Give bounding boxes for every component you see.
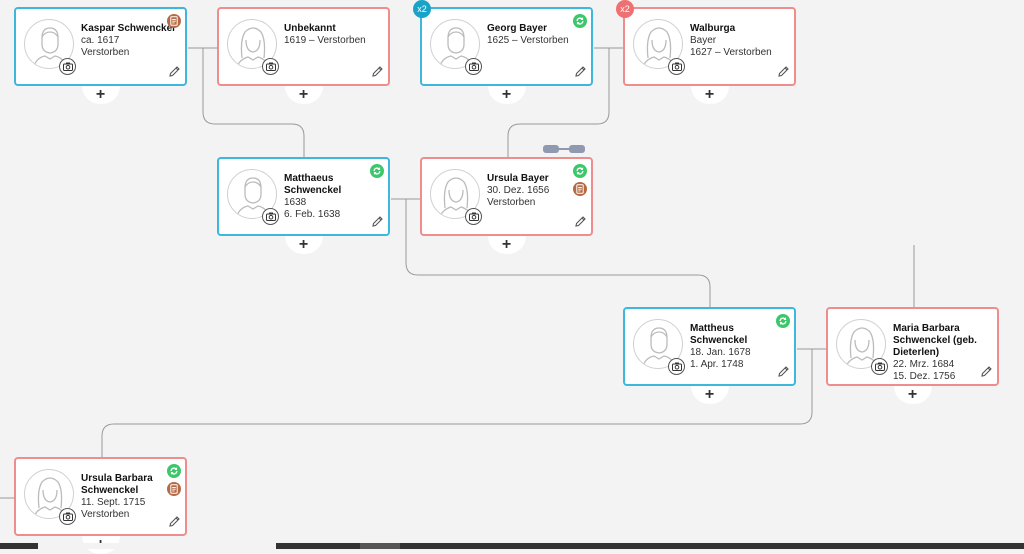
- person-detail-1: ca. 1617: [81, 35, 120, 46]
- person-detail-2: 15. Dez. 1756: [893, 371, 956, 382]
- person-detail-1: 18. Jan. 1678: [690, 347, 751, 358]
- person-detail-1: 1638: [284, 197, 307, 208]
- person-detail-2: Verstorben: [487, 197, 536, 208]
- person-detail-2: 1. Apr. 1748: [690, 359, 744, 370]
- add-relative-button[interactable]: +: [487, 86, 526, 104]
- person-name[interactable]: Kaspar Schwenckel: [81, 23, 175, 34]
- add-relative-button[interactable]: +: [284, 86, 323, 104]
- edit-pencil-icon[interactable]: [371, 65, 384, 78]
- person-name[interactable]: Maria Barbara Schwenckel (geb. Dieterlen…: [893, 323, 977, 358]
- couple-link-icon[interactable]: [543, 141, 585, 153]
- add-relative-button[interactable]: +: [284, 236, 323, 254]
- camera-icon[interactable]: [668, 358, 685, 375]
- sync-record-icon[interactable]: [167, 464, 181, 478]
- edit-pencil-icon[interactable]: [168, 65, 181, 78]
- person-name[interactable]: Matthaeus Schwenckel: [284, 173, 342, 196]
- camera-icon[interactable]: [871, 358, 888, 375]
- person-detail-2: 6. Feb. 1638: [284, 209, 341, 220]
- edit-pencil-icon[interactable]: [980, 365, 993, 378]
- person-detail-1: 30. Dez. 1656: [487, 185, 550, 196]
- person-detail-1: 1619 – Verstorben: [284, 35, 366, 46]
- document-record-icon[interactable]: [167, 14, 181, 28]
- duplicate-count-badge[interactable]: x2: [616, 0, 634, 18]
- person-detail-1: 22. Mrz. 1684: [893, 359, 955, 370]
- male-avatar-icon[interactable]: [633, 319, 683, 369]
- document-record-icon[interactable]: [573, 182, 587, 196]
- camera-icon[interactable]: [262, 208, 279, 225]
- add-relative-button[interactable]: +: [487, 236, 526, 254]
- sync-record-icon[interactable]: [776, 314, 790, 328]
- document-record-icon[interactable]: [167, 482, 181, 496]
- person-detail-2: Verstorben: [81, 47, 130, 58]
- camera-icon[interactable]: [465, 208, 482, 225]
- person-detail-1: Bayer: [690, 35, 717, 46]
- person-name[interactable]: Ursula Bayer: [487, 173, 549, 184]
- add-relative-button[interactable]: +: [893, 386, 932, 404]
- person-name[interactable]: Walburga: [690, 23, 736, 34]
- horizontal-scrollbar[interactable]: [0, 543, 1024, 549]
- camera-icon[interactable]: [59, 508, 76, 525]
- person-detail-1: 11. Sept. 1715: [81, 497, 146, 508]
- person-card-mariabarbara[interactable]: Maria Barbara Schwenckel (geb. Dieterlen…: [826, 307, 999, 404]
- sync-record-icon[interactable]: [573, 14, 587, 28]
- camera-icon[interactable]: [465, 58, 482, 75]
- person-name[interactable]: Ursula Barbara Schwenckel: [81, 473, 153, 496]
- male-avatar-icon[interactable]: [227, 169, 277, 219]
- edit-pencil-icon[interactable]: [574, 215, 587, 228]
- edit-pencil-icon[interactable]: [371, 215, 384, 228]
- person-info: Maria Barbara Schwenckel (geb. Dieterlen…: [893, 323, 993, 383]
- person-detail-2: Verstorben: [81, 509, 130, 520]
- edit-pencil-icon[interactable]: [777, 365, 790, 378]
- camera-icon[interactable]: [59, 58, 76, 75]
- add-relative-button[interactable]: +: [81, 86, 120, 104]
- camera-icon[interactable]: [262, 58, 279, 75]
- person-detail-2: 1627 – Verstorben: [690, 47, 772, 58]
- edit-pencil-icon[interactable]: [777, 65, 790, 78]
- sync-record-icon[interactable]: [573, 164, 587, 178]
- edit-pencil-icon[interactable]: [574, 65, 587, 78]
- sync-record-icon[interactable]: [370, 164, 384, 178]
- person-name[interactable]: Unbekannt: [284, 23, 336, 34]
- person-detail-1: 1625 – Verstorben: [487, 35, 569, 46]
- add-relative-button[interactable]: +: [690, 86, 729, 104]
- person-name[interactable]: Mattheus Schwenckel: [690, 323, 748, 346]
- duplicate-count-badge[interactable]: x2: [413, 0, 431, 18]
- camera-icon[interactable]: [668, 58, 685, 75]
- add-relative-button[interactable]: +: [690, 386, 729, 404]
- person-name[interactable]: Georg Bayer: [487, 23, 548, 34]
- edit-pencil-icon[interactable]: [168, 515, 181, 528]
